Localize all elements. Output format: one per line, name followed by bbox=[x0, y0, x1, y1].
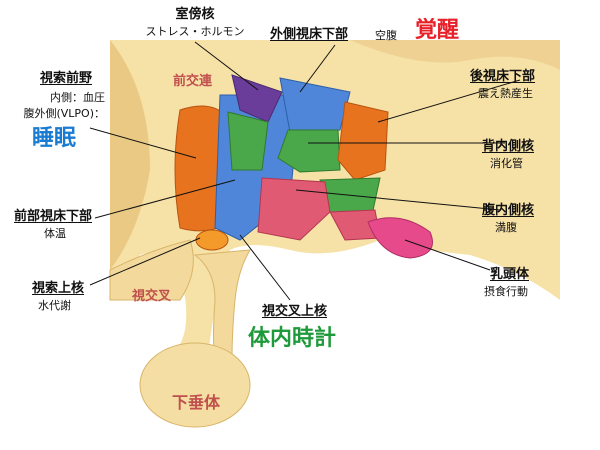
supraoptic-region bbox=[195, 229, 229, 251]
tissue-fold bbox=[350, 40, 560, 70]
leader-paraventricular bbox=[194, 41, 259, 91]
leader-ventromedial bbox=[295, 189, 501, 211]
leader-anterior bbox=[94, 179, 236, 219]
preoptic-line1: 内側：血圧 bbox=[50, 91, 105, 104]
pituitary-label: 下垂体 bbox=[172, 393, 221, 412]
mammillary-title: 乳頭体 bbox=[490, 267, 530, 282]
mammillary-region bbox=[367, 217, 433, 259]
pituitary-gland bbox=[139, 342, 251, 428]
posterior-hypothalamus-title: 後視床下部 bbox=[470, 69, 536, 84]
lateral-hypothalamus-title: 外側視床下部 bbox=[270, 27, 349, 42]
ventromedial-region bbox=[257, 177, 331, 241]
body-clock-label: 体内時計 bbox=[248, 326, 337, 351]
dorsomedial-region bbox=[277, 129, 341, 173]
anterior-commissure-label: 前交連 bbox=[173, 74, 213, 89]
anterior-hypothalamus-title: 前部視床下部 bbox=[14, 209, 93, 224]
suprachiasmatic-title: 視交叉上核 bbox=[262, 304, 328, 319]
ventromedial-sub: 満腹 bbox=[495, 221, 517, 234]
leader-supraoptic bbox=[89, 237, 201, 286]
anterior-hypothalamus-sub: 体温 bbox=[44, 227, 66, 240]
dorsomedial-title: 背内側核 bbox=[482, 139, 535, 154]
sleep-label: 睡眠 bbox=[32, 126, 77, 151]
preoptic-region bbox=[174, 105, 226, 232]
tissue-shadow bbox=[110, 40, 150, 270]
mammillary-sub: 摂食行動 bbox=[484, 285, 528, 298]
ventromedial-title: 腹内側核 bbox=[482, 203, 535, 218]
leader-preoptic bbox=[89, 127, 197, 159]
preoptic-title: 視索前野 bbox=[39, 71, 92, 86]
leader-mammillary bbox=[404, 239, 491, 271]
supraoptic-sub: 水代謝 bbox=[38, 299, 71, 312]
leader-lines bbox=[89, 41, 521, 301]
posterior-hypothalamus-region bbox=[337, 101, 389, 181]
green-region-left bbox=[227, 111, 269, 171]
preoptic-line2: 腹外側(VLPO)： bbox=[23, 107, 105, 120]
wakefulness-label: 覚醒 bbox=[415, 18, 460, 43]
paraventricular-title: 室傍核 bbox=[175, 7, 215, 22]
lateral-hypothalamus-region bbox=[279, 77, 351, 133]
dorsomedial-sub: 消化管 bbox=[490, 157, 523, 170]
leader-lateral-hypothalamus bbox=[299, 44, 336, 93]
leader-posterior bbox=[377, 79, 521, 123]
supraoptic-title: 視索上核 bbox=[32, 281, 85, 296]
lateral-hypothalamus-sub: 空腹 bbox=[375, 29, 397, 42]
optic-chiasm-label: 視交叉 bbox=[132, 289, 172, 304]
posterior-hypothalamus-sub: 震え熱産生 bbox=[478, 87, 533, 100]
optic-chiasm-shape bbox=[109, 239, 194, 301]
paraventricular-sub: ストレス・ホルモン bbox=[145, 25, 245, 38]
leader-suprachiasmatic bbox=[239, 234, 291, 301]
